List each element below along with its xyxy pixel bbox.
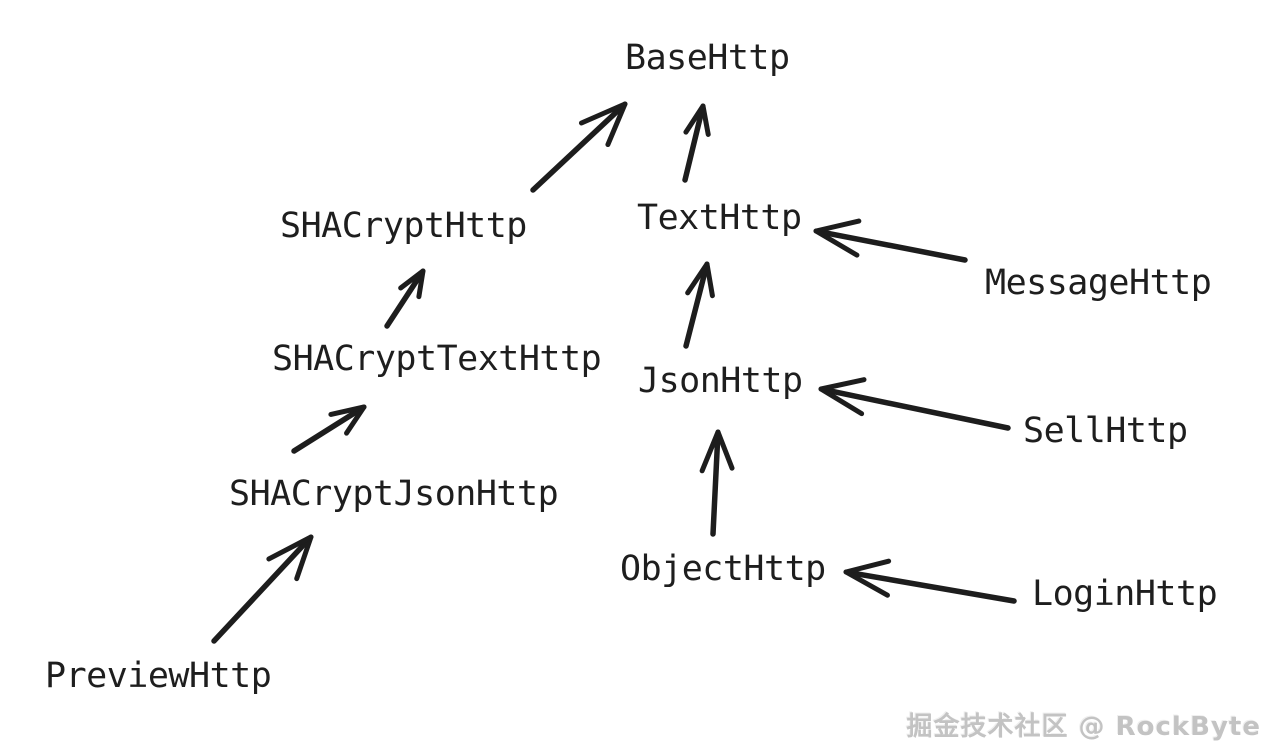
node-loginhttp: LoginHttp xyxy=(1032,574,1218,614)
arrow-shacryptjsonhttp-to-shacrypttexthttp xyxy=(291,404,367,454)
arrow-jsonhttp-to-texthttp xyxy=(683,261,715,349)
arrow-shacrypthttp-to-basehttp xyxy=(530,101,628,193)
node-texthttp: TextHttp xyxy=(637,198,802,238)
arrow-shacrypttexthttp-to-shacrypthttp xyxy=(384,268,426,329)
node-shacrypttexthttp: SHACryptTextHttp xyxy=(272,339,602,379)
node-objecthttp: ObjectHttp xyxy=(620,549,826,589)
arrow-messagehttp-to-texthttp xyxy=(813,218,968,263)
node-jsonhttp: JsonHttp xyxy=(638,361,803,401)
arrow-loginhttp-to-objecthttp xyxy=(843,558,1017,604)
node-shacryptjsonhttp: SHACryptJsonHttp xyxy=(229,474,559,514)
watermark: 掘金技术社区 @ RockByte xyxy=(906,712,1261,742)
arrow-texthttp-to-basehttp xyxy=(682,103,711,183)
node-previewhttp: PreviewHttp xyxy=(45,656,272,696)
node-messagehttp: MessageHttp xyxy=(985,263,1212,303)
node-shacrypthttp: SHACryptHttp xyxy=(280,206,527,246)
node-basehttp: BaseHttp xyxy=(625,38,790,78)
arrow-objecthttp-to-jsonhttp xyxy=(699,429,735,537)
node-sellhttp: SellHttp xyxy=(1023,411,1188,451)
arrow-previewhttp-to-shacryptjsonhttp xyxy=(211,534,314,644)
arrow-sellhttp-to-jsonhttp xyxy=(818,377,1011,431)
